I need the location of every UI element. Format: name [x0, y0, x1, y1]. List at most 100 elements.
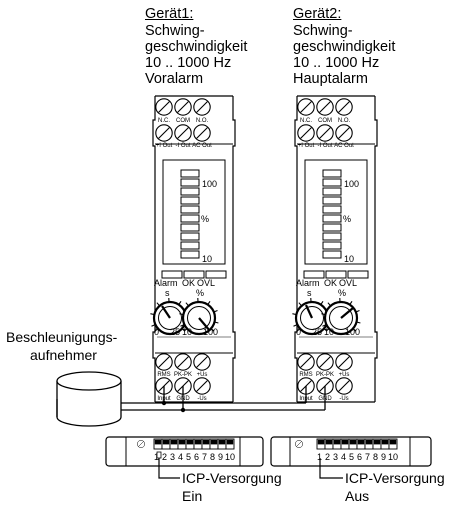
dip-switch-block-1[interactable]: 1 2 3 4 5 6 7 8 9 10	[105, 436, 264, 467]
d1-knob-s: s	[165, 288, 170, 298]
d2-nc: N.C.	[300, 118, 312, 124]
device1-line1: Schwing-	[145, 23, 205, 39]
d1-knob-scale-0: 0	[154, 327, 159, 337]
d2-us-plus: +Us	[339, 372, 350, 378]
screw-icon[interactable]	[193, 353, 211, 371]
screw-icon[interactable]	[297, 98, 315, 116]
d1-us-plus: +Us	[197, 372, 208, 378]
screw-icon[interactable]	[193, 98, 211, 116]
callout-icp-off-line1: ICP-Versorgung	[345, 470, 445, 486]
d2-knob-s: s	[307, 288, 312, 298]
callout-leaders	[158, 458, 343, 479]
accelerometer-sensor-icon	[56, 371, 122, 427]
d2-scale-mid: %	[343, 214, 351, 224]
d2-iout-minus: -I Out	[317, 143, 332, 149]
d2-knob-scale-0: 0	[296, 327, 301, 337]
dip2-num-7: 7	[365, 452, 370, 462]
dip1-num-1: 1	[154, 452, 159, 462]
dip1-num-5: 5	[186, 452, 191, 462]
screw-icon[interactable]	[155, 98, 173, 116]
d2-rms: RMS	[299, 372, 312, 378]
screw-icon[interactable]	[297, 353, 315, 371]
d2-acout: AC Out	[334, 143, 354, 149]
screw-icon[interactable]	[174, 98, 192, 116]
d2-scale-top: 100	[344, 179, 359, 189]
d1-iout-minus: -I Out	[175, 143, 190, 149]
d1-knob-scale-25: 25	[170, 327, 180, 337]
device1-top-terminal-labels: N.C. COM N.O. +I Out -I Out AC Out	[156, 118, 212, 149]
dip1-num-9: 9	[218, 452, 223, 462]
d2-no: N.O.	[338, 118, 351, 124]
d2-com: COM	[318, 118, 332, 124]
dip2-num-5: 5	[349, 452, 354, 462]
sensor-label-line2: aufnehmer	[30, 347, 97, 363]
device1-title: Gerät1:	[145, 6, 194, 22]
screw-icon[interactable]	[335, 353, 353, 371]
d2-pkpk: PK-PK	[316, 372, 334, 378]
screw-icon[interactable]	[335, 98, 353, 116]
dip1-num-4: 4	[178, 452, 183, 462]
d2-us-minus: -Us	[339, 396, 348, 402]
screw-icon[interactable]	[155, 124, 173, 142]
device2-line3: 10 .. 1000 Hz	[293, 55, 380, 71]
d1-us-minus: -Us	[197, 396, 206, 402]
d2-knob-scale-25: 25	[312, 327, 322, 337]
screw-icon[interactable]	[316, 353, 334, 371]
device2-line4: Hauptalarm	[293, 71, 368, 87]
screw-icon[interactable]	[316, 124, 334, 142]
device2-line1: Schwing-	[293, 23, 353, 39]
dip-switch-block-2[interactable]: 1 2 3 4 5 6 7 8 9 10	[270, 436, 432, 467]
d1-com: COM	[176, 118, 190, 124]
d1-scale-mid: %	[201, 214, 209, 224]
d2-status-ok: OK	[324, 278, 337, 288]
screw-icon[interactable]	[316, 98, 334, 116]
d2-scale-bot: 10	[344, 254, 354, 264]
callout-icp-on-line2: Ein	[182, 488, 203, 504]
d2-iout-plus: +I Out	[298, 143, 315, 149]
device1-line2: geschwindigkeit	[145, 39, 248, 55]
screw-icon[interactable]	[174, 353, 192, 371]
d1-status-alarm: Alarm	[154, 278, 178, 288]
d1-status-ok: OK	[182, 278, 195, 288]
d1-knob-pct: %	[196, 288, 204, 298]
callout-icp-off-line2: Aus	[345, 488, 370, 504]
d1-acout: AC Out	[192, 143, 212, 149]
wiring	[119, 386, 326, 412]
dip2-num-6: 6	[357, 452, 362, 462]
dip1-num-10: 10	[225, 452, 235, 462]
dip1-num-7: 7	[202, 452, 207, 462]
screw-icon[interactable]	[155, 353, 173, 371]
screw-icon[interactable]	[137, 440, 145, 448]
d1-knob-scale-10: 10	[182, 327, 192, 337]
callout-icp-on-line1: ICP-Versorgung	[182, 470, 282, 486]
device1-line4: Voralarm	[145, 71, 204, 87]
dip2-num-1: 1	[317, 452, 322, 462]
dip2-num-2: 2	[325, 452, 330, 462]
d1-pkpk: PK-PK	[174, 372, 192, 378]
d2-knob-pct: %	[338, 288, 346, 298]
d2-knob-scale-100: 100	[345, 327, 360, 337]
dip1-num-2: 2	[162, 452, 167, 462]
screw-icon[interactable]	[193, 124, 211, 142]
dip2-num-3: 3	[333, 452, 338, 462]
dip2-num-8: 8	[373, 452, 378, 462]
device2-line2: geschwindigkeit	[293, 39, 396, 55]
d1-knob-scale-100: 100	[203, 327, 218, 337]
screw-icon[interactable]	[193, 377, 211, 395]
d2-knob-scale-10: 10	[324, 327, 334, 337]
d1-no: N.O.	[196, 118, 209, 124]
screw-icon[interactable]	[295, 440, 303, 448]
d1-rms: RMS	[157, 372, 170, 378]
screw-icon[interactable]	[174, 124, 192, 142]
d1-iout-plus: +I Out	[156, 143, 173, 149]
screw-icon[interactable]	[335, 377, 353, 395]
screw-icon[interactable]	[335, 124, 353, 142]
d1-scale-top: 100	[202, 179, 217, 189]
dip2-num-4: 4	[341, 452, 346, 462]
d2-status-alarm: Alarm	[296, 278, 320, 288]
screw-icon[interactable]	[297, 124, 315, 142]
dip1-num-3: 3	[170, 452, 175, 462]
device1-line3: 10 .. 1000 Hz	[145, 55, 232, 71]
